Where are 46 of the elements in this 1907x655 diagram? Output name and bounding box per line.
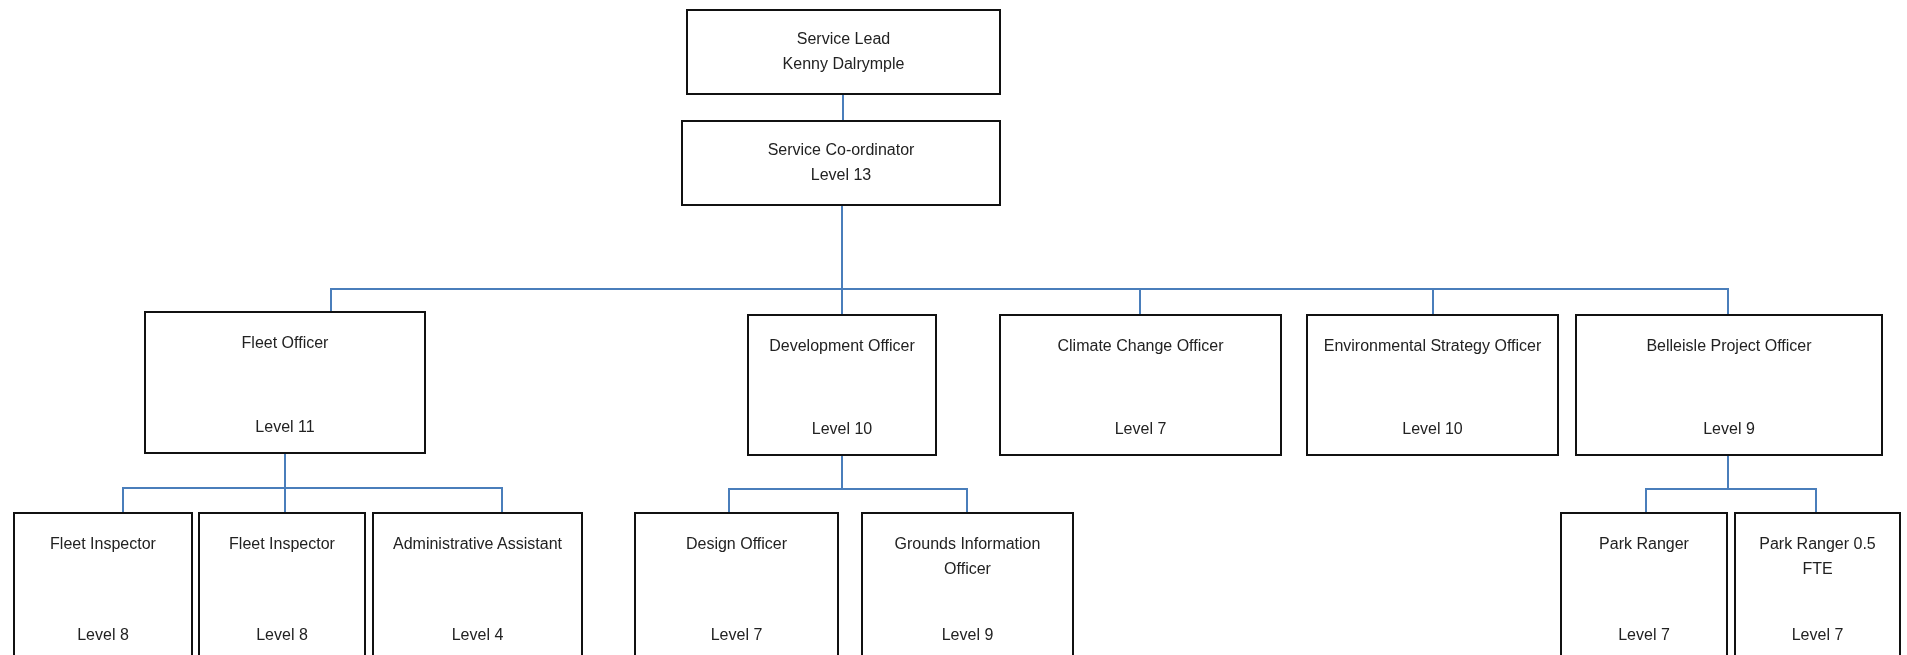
role-title: Fleet Officer [241, 333, 329, 353]
role-detail: Level 8 [256, 625, 308, 646]
role-detail: Level 11 [255, 417, 315, 438]
role-detail: Level 4 [451, 625, 504, 646]
role-title: Grounds Information Officer [893, 534, 1042, 579]
role-title: Environmental Strategy Officer [1323, 336, 1542, 356]
role-title: Service Co-ordinator [767, 140, 915, 161]
role-title: Fleet Inspector [229, 534, 335, 554]
role-detail: Kenny Dalrymple [782, 54, 905, 74]
role-box [747, 314, 937, 456]
role-title: Administrative Assistant [393, 534, 562, 554]
connector-line [841, 455, 968, 513]
role-title: Climate Change Officer [1057, 336, 1224, 356]
role-title: Design Officer [685, 534, 788, 554]
role-box [13, 512, 193, 655]
role-box [1575, 314, 1883, 456]
role-detail: Level 9 [1703, 419, 1755, 440]
role-box [1306, 314, 1559, 456]
role-detail: Level 7 [1114, 419, 1167, 440]
role-title: Development Officer [769, 336, 915, 356]
role-box [634, 512, 839, 655]
role-detail: Level 7 [1618, 625, 1670, 646]
role-box [681, 120, 1001, 206]
role-title: Service Lead [796, 29, 891, 50]
connector-line [284, 453, 503, 513]
role-detail: Level 7 [710, 625, 763, 646]
role-box [198, 512, 366, 655]
role-box [999, 314, 1282, 456]
role-title: Fleet Inspector [50, 534, 156, 554]
role-detail: Level 13 [810, 165, 872, 185]
role-box [861, 512, 1074, 655]
role-detail: Level 8 [77, 625, 129, 646]
role-detail: Level 7 [1791, 625, 1844, 646]
role-box [144, 311, 426, 454]
connector-line [1727, 455, 1817, 513]
connector-line [842, 94, 844, 121]
role-detail: Level 9 [941, 625, 994, 646]
role-detail: Level 10 [811, 419, 873, 440]
role-box [686, 9, 1001, 95]
role-box [372, 512, 583, 655]
role-title: Park Ranger [1599, 534, 1689, 554]
role-box [1560, 512, 1728, 655]
role-box [1734, 512, 1901, 655]
role-title: Belleisle Project Officer [1646, 336, 1812, 356]
role-title: Park Ranger 0.5 FTE [1758, 534, 1877, 579]
role-detail: Level 10 [1402, 419, 1463, 440]
